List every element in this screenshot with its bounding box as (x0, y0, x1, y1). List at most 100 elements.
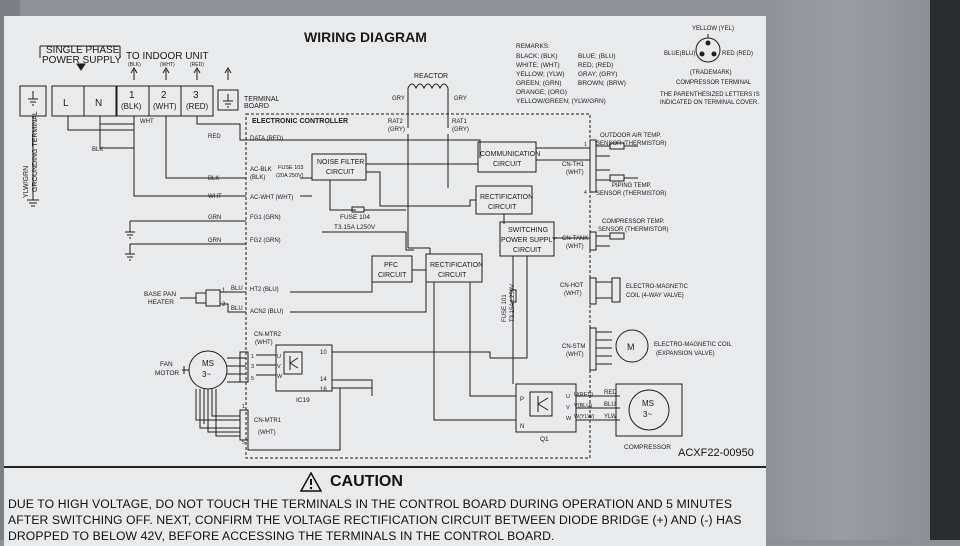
wht-wire-label: WHT (140, 119, 154, 125)
cn-hot-connector (589, 277, 597, 305)
blk-wire-label-2: BLK (208, 176, 219, 182)
ic19-pin-16: 16 (320, 387, 327, 393)
supply-wires (67, 116, 246, 197)
base-pan-label-1: BASE PAN (144, 291, 176, 298)
svg-text:5: 5 (242, 440, 245, 446)
q1-p: P (520, 397, 524, 403)
rat1-label-1: RAT1 (452, 119, 468, 125)
controller-label: ELECTRONIC CONTROLLER (252, 118, 348, 125)
svg-text:2: 2 (222, 302, 226, 308)
q1-out-w: W(YLW) (574, 414, 595, 420)
communication-wires (536, 147, 560, 161)
controller-internal-wires (246, 139, 481, 197)
cn-mtr1-label-1: CN-MTR1 (254, 418, 282, 424)
reactor-wires (407, 88, 449, 128)
noise-filter-box (311, 153, 367, 181)
compressor-sensor-label-1: COMPRESSOR TEMP. (602, 219, 665, 225)
to-indoor-label: TO INDOOR UNIT (126, 51, 209, 62)
caution-title: CAUTION (330, 473, 403, 490)
grounding-terminal-icon (28, 91, 38, 106)
indoor-color-2: (WHT) (160, 62, 175, 68)
q1-v: V (566, 405, 570, 411)
supply-label-line1: SINGLE PHASE (46, 45, 120, 56)
switching-label-2: POWER SUPPLY (501, 237, 557, 244)
noise-filter-label-2: CIRCUIT (326, 169, 355, 176)
fan-3phase-label: 3~ (202, 370, 211, 379)
cn-th1-connector (589, 139, 597, 193)
ic19-w: W (277, 374, 283, 380)
tm-trademark-label: (TRADEMARK) (690, 70, 732, 76)
q1-out-v: V(BLU) (574, 403, 592, 409)
base-pan-connector (205, 289, 221, 307)
indoor-color-3: (RED) (190, 62, 204, 68)
q1-u: U (566, 394, 570, 400)
terminal-1: 1 (129, 90, 135, 101)
reference-code: ACXF22-00950 (678, 447, 754, 459)
svg-text:1: 1 (251, 354, 254, 360)
grn-wire-label-1: GRN (208, 215, 221, 221)
piping-sensor-label-2: SENSOR (THERMISTOR) (596, 191, 667, 197)
grn-wire-label-2: GRN (208, 238, 221, 244)
warning-triangle-icon (300, 472, 322, 492)
cn-mtr2-label-2: (WHT) (255, 340, 273, 346)
reactor-label: REACTOR (414, 73, 448, 80)
remark-left-4: GREEN; (GRN) (516, 80, 562, 87)
comp-wire-ylw: YLW (604, 414, 617, 420)
ic19-pin-14: 14 (320, 377, 327, 383)
noise-filter-label-1: NOISE FILTER (317, 159, 364, 166)
ic19-output-wires (332, 351, 491, 396)
tm-red-label: RED (RED) (722, 51, 753, 57)
coil-4way-icon (611, 277, 621, 303)
fg1-label: FG1 (GRN) (250, 215, 281, 221)
terminal-n: N (95, 98, 102, 109)
expansion-m-label: M (627, 342, 635, 352)
reactor-internal-wires (407, 134, 449, 249)
coil-4way-label-2: COIL (4-WAY VALVE) (626, 293, 684, 299)
rat1-label-2: (GRY) (452, 127, 469, 133)
terminal-3-color: (RED) (186, 102, 209, 111)
red-wire-label: RED (208, 134, 221, 140)
ic19-label: IC19 (296, 397, 310, 404)
compressor-sensor-icon (609, 232, 625, 240)
blk-wire (99, 124, 134, 149)
rat2-label-1: RAT2 (388, 119, 404, 125)
data-red-label: DATA (RED) (250, 136, 283, 142)
ic19-inputs (256, 354, 276, 376)
ac-wht-label: AC-WHT (WHT) (250, 195, 293, 201)
remark-left-6: YELLOW/GREEN; (YLW/GRN) (516, 98, 606, 105)
rectification2-label-1: RECTIFICATION (430, 262, 483, 269)
fuse103-label-1: FUSE 103 (278, 165, 303, 171)
communication-label-1: COMMUNICATION (480, 151, 540, 158)
fuse104-label-2: T3.15A L250V (334, 224, 376, 231)
tank-sensor-wires (596, 235, 610, 247)
compressor-wires (576, 395, 620, 421)
remark-left-2: WHITE; (WHT) (516, 62, 560, 69)
indoor-arrows-icon (130, 67, 232, 80)
cn-mtr2-label-1: CN-MTR2 (254, 332, 282, 338)
remark-right-3: GRAY; (GRY) (578, 71, 617, 78)
rectification2-wires (429, 248, 516, 421)
coil-exp-label-2: (EXPANSION VALVE) (656, 351, 715, 357)
fuse101-label-1: FUSE 101 (502, 294, 508, 322)
heater-internal-wires (290, 280, 427, 313)
piping-sensor-label-1: PIPING TEMP. (612, 183, 652, 189)
remark-left-5: ORANGE; (ORG) (516, 89, 567, 96)
q1-n: N (520, 424, 524, 430)
supply-label-line2: POWER SUPPLY (42, 55, 122, 66)
rectification2-label-2: CIRCUIT (438, 272, 467, 279)
cn-th1-label-2: (WHT) (566, 170, 584, 176)
tm-yellow-label: YELLOW (YEL) (692, 26, 734, 32)
fan-motor-label-1: FAN (160, 361, 173, 368)
svg-text:5: 5 (251, 376, 254, 382)
fuse104-wires (322, 209, 414, 251)
terminal-2-color: (WHT) (153, 102, 177, 111)
svg-text:1: 1 (242, 404, 245, 410)
ic19-u: U (277, 354, 281, 360)
fuse103-label-2: (20A 250V) (276, 173, 304, 179)
fan-shaft (182, 366, 189, 374)
hot-wires (596, 281, 612, 299)
comp-wire-red: RED (604, 390, 617, 396)
rectification1-label-1: RECTIFICATION (480, 194, 533, 201)
cn-th1-label-1: CN-TH1 (562, 162, 585, 168)
